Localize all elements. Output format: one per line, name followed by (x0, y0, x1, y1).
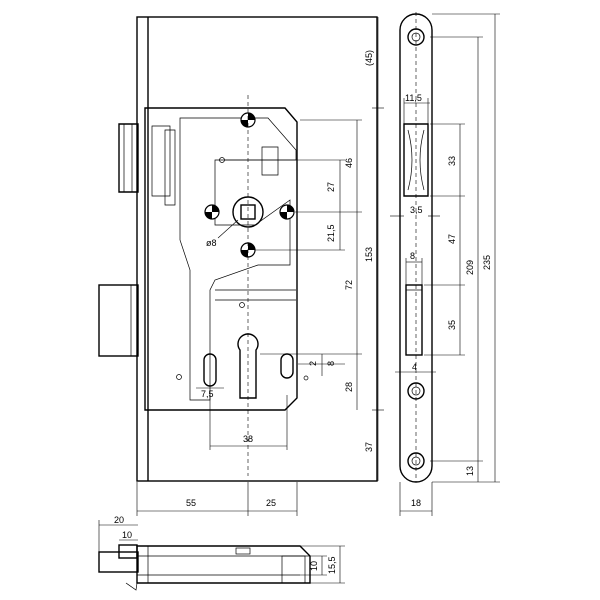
dim-spindle-top: 46 (344, 158, 354, 168)
dim-cylinder-body-width: 38 (243, 434, 253, 444)
dim-backset-right: 25 (266, 498, 276, 508)
dim-bottom-small: 10 (122, 530, 132, 540)
dim-backset-left: 55 (186, 498, 196, 508)
bottom-view-case (136, 545, 311, 584)
dim-bottom-total: 15,5 (327, 556, 337, 574)
dim-bolt-bottom: 4 (412, 362, 417, 372)
dim-center-distance: 72 (344, 280, 354, 290)
dim-faceplate-209: 209 (465, 260, 475, 275)
dim-cylinder-bottom: 28 (344, 382, 354, 392)
bottom-view (98, 544, 311, 591)
bottom-view-dimensions: 20 10 10 15,5 (98, 515, 345, 584)
dim-slot-mid: 8 (326, 361, 336, 366)
mechanism-plate (144, 107, 298, 411)
faceplate-latch-opening (403, 123, 429, 197)
dim-bolt-width: 8 (410, 251, 415, 261)
dim-backset-total: (45) (364, 50, 374, 66)
faceplate-bolt-opening (405, 284, 423, 356)
front-dimensions: (45) 153 46 27 21,5 72 2 8 28 37 (136, 17, 384, 516)
faceplate-view (399, 12, 433, 483)
cylinder-slot-right (280, 353, 294, 379)
dim-spindle-lower: 21,5 (326, 224, 336, 242)
dim-bottom-bolt: 10 (309, 561, 319, 571)
dim-bottom-offset: 37 (364, 442, 374, 452)
dim-bolt-height: 35 (447, 320, 457, 330)
spindle-square (240, 204, 256, 220)
cylinder-cutout (237, 333, 259, 399)
dim-spindle-upper: 27 (326, 182, 336, 192)
dim-spindle-diameter: ø8 (206, 238, 217, 248)
lock-case-front-view (98, 16, 378, 482)
faceplate-outline (399, 13, 433, 483)
dim-faceplate-offset: 3,5 (410, 205, 423, 215)
dim-faceplate-bottom: 13 (465, 466, 475, 476)
dim-bottom-depth: 20 (114, 515, 124, 525)
bottom-view-latch (118, 544, 138, 559)
faceplate-dimensions: 11,5 33 3,5 47 8 35 4 209 (390, 13, 500, 516)
dim-slot-small: 2 (308, 361, 318, 366)
dead-bolt (98, 284, 139, 357)
dim-faceplate-235: 235 (482, 255, 492, 270)
dim-faceplate-mid: 47 (447, 234, 457, 244)
dim-case-height: 153 (364, 247, 374, 262)
dim-cylinder-width: 7,5 (201, 389, 214, 399)
latch-bolt (118, 123, 139, 193)
dim-faceplate-latch-height: 33 (447, 156, 457, 166)
case-outline (136, 16, 378, 482)
dim-faceplate-width: 18 (411, 498, 421, 508)
dim-faceplate-latch-width: 11,5 (405, 93, 422, 103)
cylinder-slot-left (203, 353, 217, 387)
